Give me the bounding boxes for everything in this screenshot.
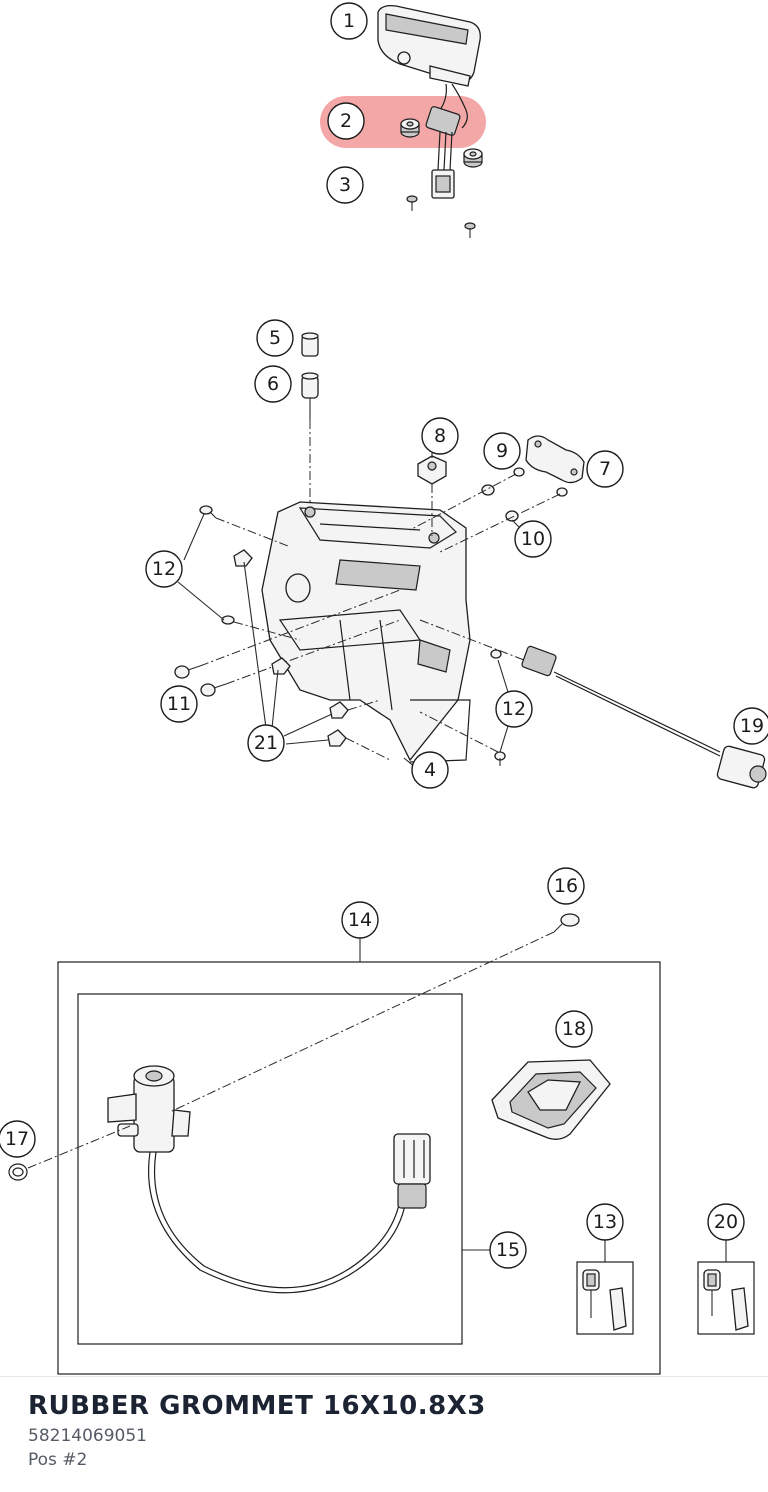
svg-text:9: 9 bbox=[496, 440, 508, 462]
svg-text:10: 10 bbox=[521, 528, 545, 550]
clip-part bbox=[327, 729, 347, 747]
part-info-panel: RUBBER GROMMET 16X10.8X3 58214069051 Pos… bbox=[0, 1376, 768, 1492]
callout-11[interactable]: 11 bbox=[160, 685, 198, 723]
screw-part bbox=[199, 505, 217, 519]
clip-part bbox=[329, 701, 349, 719]
callout-19[interactable]: 19 bbox=[733, 707, 768, 745]
screw-part bbox=[200, 683, 227, 697]
key-set-box-20 bbox=[697, 1261, 755, 1335]
ignition-kit-group bbox=[8, 913, 755, 1375]
callout-10[interactable]: 10 bbox=[514, 520, 552, 558]
callout-8[interactable]: 8 bbox=[421, 417, 459, 455]
nut-part bbox=[481, 484, 495, 496]
callout-17[interactable]: 17 bbox=[0, 1120, 36, 1158]
key-set-box-13 bbox=[576, 1261, 634, 1335]
washer-part bbox=[8, 1163, 28, 1181]
cable-part bbox=[419, 619, 767, 789]
svg-text:1: 1 bbox=[343, 10, 355, 32]
svg-text:17: 17 bbox=[5, 1128, 29, 1150]
connector-part bbox=[425, 106, 461, 199]
svg-text:12: 12 bbox=[502, 698, 526, 720]
svg-text:14: 14 bbox=[348, 909, 372, 931]
clip-part bbox=[417, 455, 447, 485]
callout-5[interactable]: 5 bbox=[256, 319, 294, 357]
callout-13[interactable]: 13 bbox=[586, 1203, 624, 1241]
part-title: RUBBER GROMMET 16X10.8X3 bbox=[28, 1391, 486, 1421]
part-position: Pos #2 bbox=[28, 1450, 88, 1470]
rubber-grommet-part bbox=[400, 118, 420, 138]
svg-text:7: 7 bbox=[599, 458, 611, 480]
dashboard-display-part bbox=[377, 4, 481, 87]
callout-4[interactable]: 4 bbox=[411, 751, 449, 789]
screw-part bbox=[490, 649, 502, 659]
callout-7[interactable]: 7 bbox=[586, 450, 624, 488]
ignition-lock-part bbox=[107, 1065, 407, 1294]
svg-text:11: 11 bbox=[167, 693, 191, 715]
svg-text:20: 20 bbox=[714, 1211, 738, 1233]
exploded-parts-diagram: 1 2 3 5 6 8 9 7 10 12 11 12 19 21 4 16 1… bbox=[0, 2, 768, 1375]
svg-text:16: 16 bbox=[554, 875, 578, 897]
callout-12-right[interactable]: 12 bbox=[495, 690, 533, 728]
callout-3[interactable]: 3 bbox=[326, 166, 364, 204]
key-fob-part bbox=[491, 1059, 611, 1140]
svg-text:4: 4 bbox=[424, 759, 436, 781]
screw-part bbox=[494, 751, 506, 766]
screw-part bbox=[174, 665, 201, 679]
screw-part bbox=[406, 195, 418, 211]
kit-outline-15 bbox=[77, 993, 463, 1345]
callout-14[interactable]: 14 bbox=[341, 901, 379, 939]
bushing-part bbox=[301, 332, 319, 357]
screw-part bbox=[553, 913, 580, 933]
callout-2[interactable]: 2 bbox=[327, 102, 365, 140]
pin-part bbox=[301, 372, 319, 420]
key-part bbox=[703, 1269, 721, 1316]
dashboard-group bbox=[320, 4, 486, 238]
callout-18[interactable]: 18 bbox=[555, 1010, 593, 1048]
callout-20[interactable]: 20 bbox=[707, 1203, 745, 1241]
callout-6[interactable]: 6 bbox=[254, 365, 292, 403]
svg-text:18: 18 bbox=[562, 1018, 586, 1040]
callout-12-left[interactable]: 12 bbox=[145, 550, 183, 588]
svg-text:8: 8 bbox=[434, 425, 446, 447]
key-part bbox=[609, 1287, 627, 1331]
callout-15[interactable]: 15 bbox=[489, 1231, 527, 1269]
connector-part bbox=[393, 1133, 431, 1209]
svg-text:3: 3 bbox=[339, 174, 351, 196]
rubber-grommet-part bbox=[463, 148, 483, 168]
callout-9[interactable]: 9 bbox=[483, 432, 521, 470]
screw-part bbox=[221, 615, 235, 625]
clip-part bbox=[271, 657, 291, 675]
svg-text:5: 5 bbox=[269, 327, 281, 349]
svg-text:12: 12 bbox=[152, 558, 176, 580]
key-part bbox=[731, 1287, 749, 1331]
nut-part bbox=[513, 467, 525, 477]
key-part bbox=[582, 1269, 600, 1318]
callout-21[interactable]: 21 bbox=[247, 724, 285, 762]
bracket-group bbox=[174, 332, 767, 789]
svg-text:6: 6 bbox=[267, 373, 279, 395]
callout-16[interactable]: 16 bbox=[547, 867, 585, 905]
clip-part bbox=[233, 549, 253, 567]
callout-1[interactable]: 1 bbox=[330, 2, 368, 40]
part-number: 58214069051 bbox=[28, 1426, 147, 1446]
kit-outline-14 bbox=[57, 961, 661, 1375]
svg-text:21: 21 bbox=[254, 732, 278, 754]
svg-text:15: 15 bbox=[496, 1239, 520, 1261]
svg-text:19: 19 bbox=[740, 715, 764, 737]
svg-text:2: 2 bbox=[340, 110, 352, 132]
screw-part bbox=[464, 222, 476, 238]
svg-text:13: 13 bbox=[593, 1211, 617, 1233]
